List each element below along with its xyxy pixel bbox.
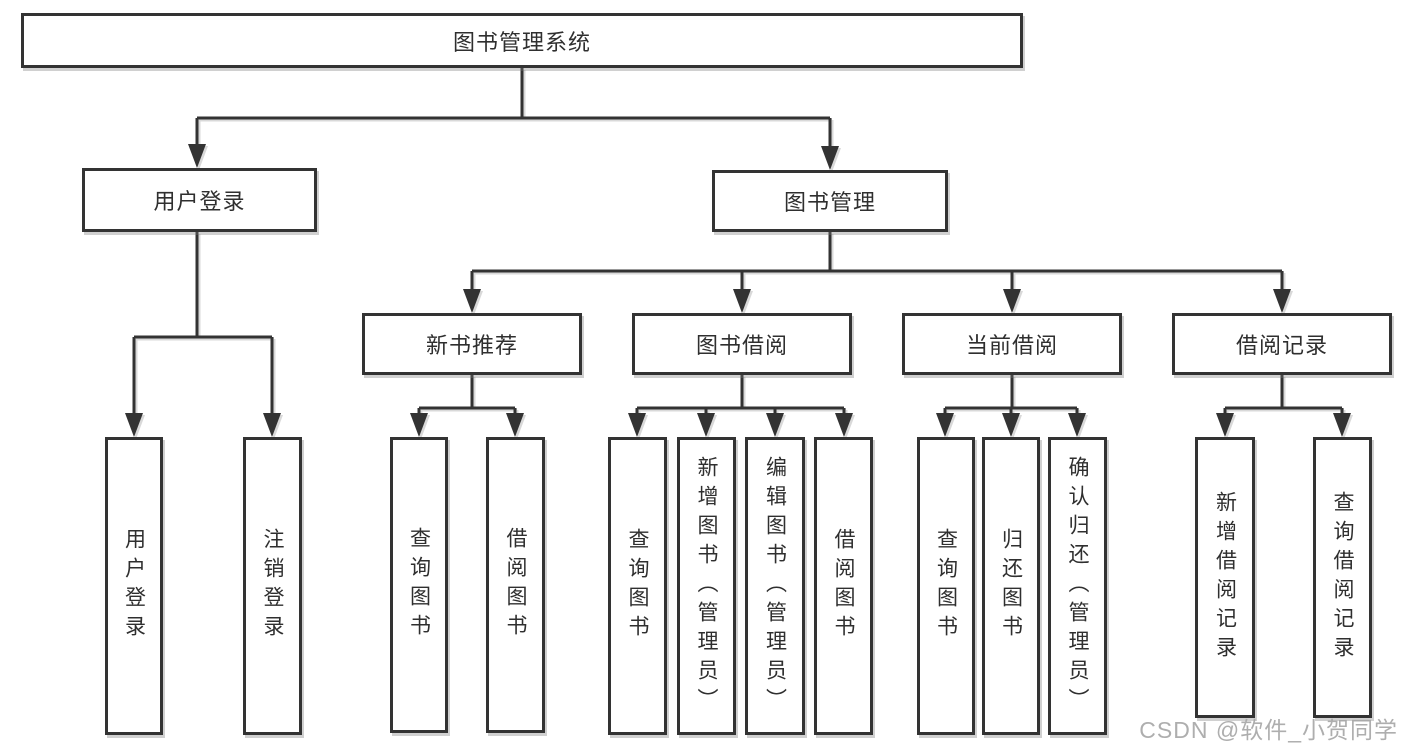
node-root: 图书管理系统 xyxy=(21,13,1023,68)
node-book-management: 图书管理 xyxy=(712,170,948,232)
node-book-borrow-label: 图书借阅 xyxy=(695,333,788,358)
arrowheads xyxy=(125,144,1351,437)
leaf-return-books: 归还图书 xyxy=(982,437,1040,735)
node-book-management-label: 图书管理 xyxy=(783,190,876,215)
node-borrow-records-label: 借阅记录 xyxy=(1235,333,1328,358)
leaf-confirm-return-admin: 确认归还（管理员） xyxy=(1048,437,1107,735)
node-book-borrow: 图书借阅 xyxy=(632,313,852,375)
node-root-label: 图书管理系统 xyxy=(452,29,591,55)
node-user-login: 用户登录 xyxy=(82,168,317,232)
leaf-borrow-books: 借阅图书 xyxy=(814,437,873,735)
leaf-borrow-query-books: 查询图书 xyxy=(608,437,667,735)
leaf-logout: 注销登录 xyxy=(243,437,302,735)
leaf-add-borrow-record: 新增借阅记录 xyxy=(1195,437,1255,718)
leaf-recommend-borrow-books: 借阅图书 xyxy=(486,437,545,733)
node-new-book-recommend: 新书推荐 xyxy=(362,313,582,375)
node-borrow-records: 借阅记录 xyxy=(1172,313,1392,375)
leaf-user-login: 用户登录 xyxy=(105,437,163,735)
node-current-borrow: 当前借阅 xyxy=(902,313,1122,375)
leaf-add-books-admin: 新增图书（管理员） xyxy=(677,437,736,735)
leaf-recommend-query-books: 查询图书 xyxy=(390,437,448,733)
leaf-query-borrow-record: 查询借阅记录 xyxy=(1313,437,1372,718)
leaf-current-query-books: 查询图书 xyxy=(917,437,975,735)
leaf-edit-books-admin: 编辑图书（管理员） xyxy=(745,437,805,735)
node-new-book-recommend-label: 新书推荐 xyxy=(425,333,518,358)
connector-strokes xyxy=(132,68,1344,416)
watermark: CSDN @软件_小贺同学 xyxy=(1139,717,1398,743)
node-user-login-label: 用户登录 xyxy=(153,189,246,214)
node-current-borrow-label: 当前借阅 xyxy=(965,333,1058,358)
